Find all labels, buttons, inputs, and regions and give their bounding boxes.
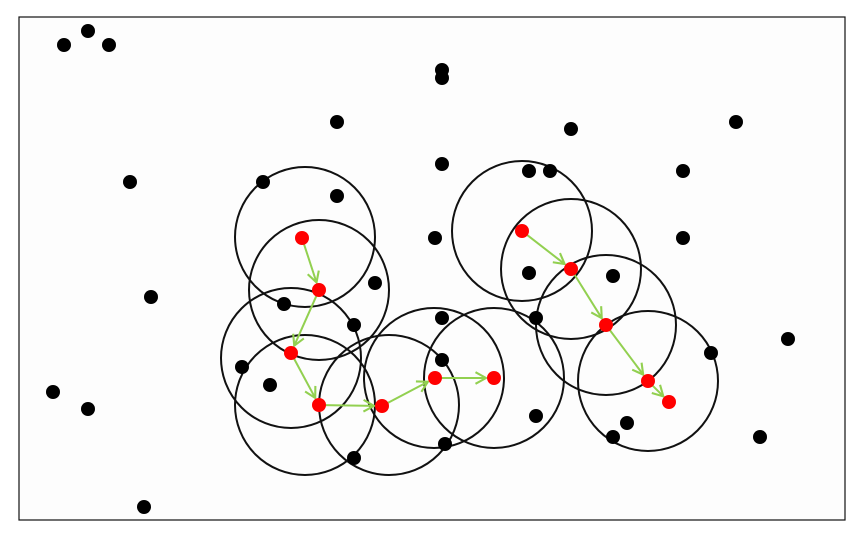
data-point: [368, 276, 382, 290]
shift-arrows: [292, 233, 665, 413]
data-point: [263, 378, 277, 392]
data-point: [235, 360, 249, 374]
data-point: [435, 157, 449, 171]
trajectory-point: [312, 398, 326, 412]
data-point: [102, 38, 116, 52]
data-point: [606, 430, 620, 444]
data-point: [435, 353, 449, 367]
data-point: [435, 311, 449, 325]
data-point: [438, 437, 452, 451]
data-points: [46, 24, 795, 514]
data-point: [676, 231, 690, 245]
data-point: [144, 290, 158, 304]
trajectory-point: [428, 371, 442, 385]
trajectory-point: [599, 318, 613, 332]
data-point: [753, 430, 767, 444]
trajectory-point: [295, 231, 309, 245]
data-point: [81, 24, 95, 38]
data-point: [347, 318, 361, 332]
data-point: [564, 122, 578, 136]
data-point: [529, 311, 543, 325]
shift-arrow: [525, 233, 567, 266]
shift-arrow: [292, 356, 317, 400]
neighborhood-circle: [577, 310, 719, 452]
trajectory-points: [284, 224, 676, 413]
data-point: [729, 115, 743, 129]
neighborhood-circle: [234, 166, 376, 308]
shift-arrow: [608, 328, 645, 377]
neighborhood-circle: [423, 307, 565, 449]
data-point: [330, 115, 344, 129]
data-point: [57, 38, 71, 52]
neighborhood-circle: [500, 198, 642, 340]
neighborhood-circle: [363, 307, 505, 449]
shift-arrow: [292, 294, 318, 348]
data-point: [46, 385, 60, 399]
shift-arrow: [302, 242, 320, 285]
shift-arrow: [650, 383, 665, 398]
trajectory-point: [662, 395, 676, 409]
trajectory-point: [515, 224, 529, 238]
neighborhood-circle: [220, 287, 362, 429]
neighborhood-circle: [248, 219, 390, 361]
trajectory-point: [487, 371, 501, 385]
data-point: [330, 189, 344, 203]
data-point: [347, 451, 361, 465]
trajectory-point: [312, 283, 326, 297]
plot-frame: [18, 16, 846, 521]
data-point: [606, 269, 620, 283]
shift-arrow: [572, 272, 603, 321]
data-point: [529, 409, 543, 423]
data-point: [81, 402, 95, 416]
data-point: [704, 346, 718, 360]
data-point: [256, 175, 270, 189]
trajectory-point: [641, 374, 655, 388]
data-point: [781, 332, 795, 346]
data-point: [522, 164, 536, 178]
shift-arrow: [385, 380, 430, 405]
data-point: [543, 164, 557, 178]
trajectory-point: [375, 399, 389, 413]
data-point: [123, 175, 137, 189]
data-point: [137, 500, 151, 514]
data-point: [676, 164, 690, 178]
trajectory-point: [284, 346, 298, 360]
trajectory-point: [564, 262, 578, 276]
data-point: [522, 266, 536, 280]
data-point: [428, 231, 442, 245]
data-point: [277, 297, 291, 311]
neighborhood-circle: [451, 160, 593, 302]
data-point: [435, 71, 449, 85]
data-point: [620, 416, 634, 430]
shift-arrow: [323, 398, 377, 413]
